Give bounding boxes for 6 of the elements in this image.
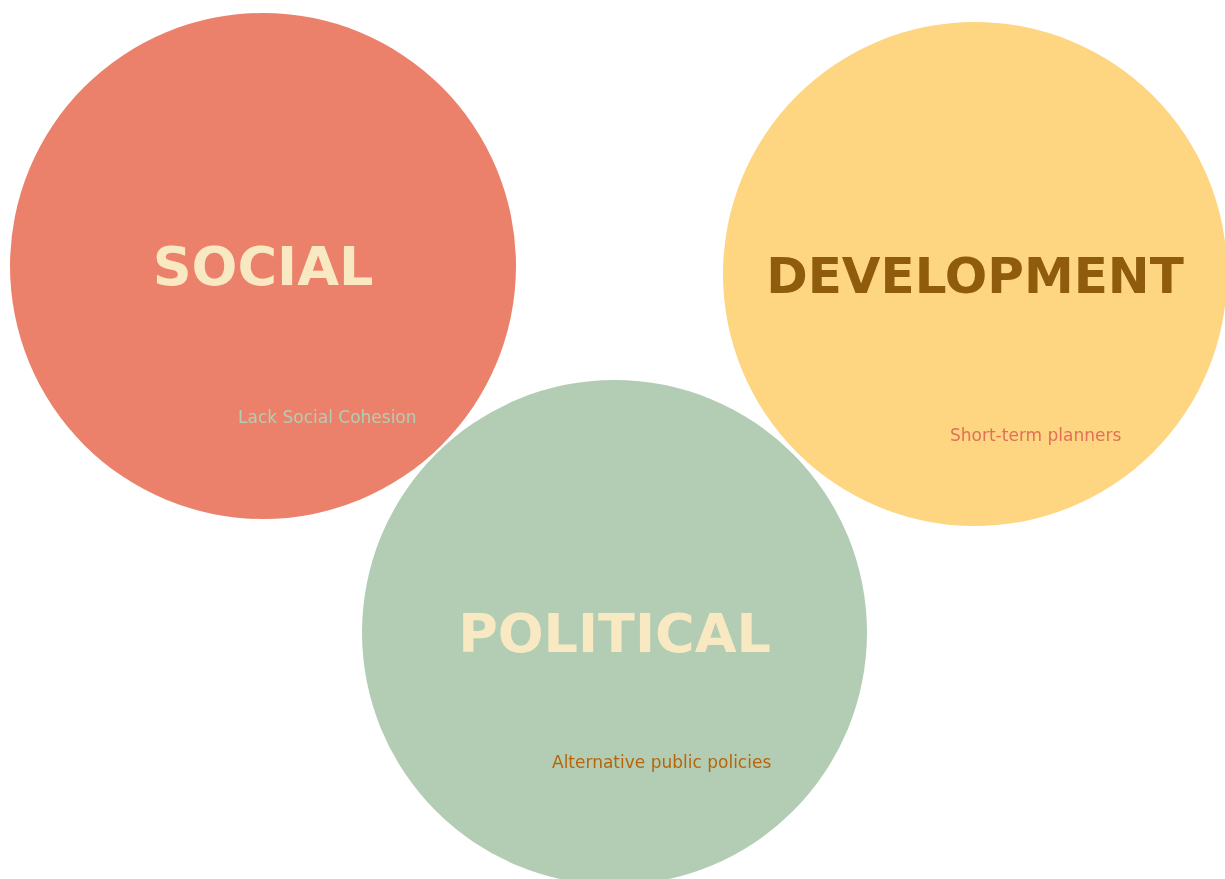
- circle-subtitle: Alternative public policies: [552, 752, 772, 772]
- circle-subtitle: Lack Social Cohesion: [238, 407, 417, 427]
- circle-heading: POLITICAL: [458, 601, 771, 664]
- circle-subtitle: Short-term planners: [950, 425, 1122, 445]
- circle-heading: DEVELOPMENT: [766, 246, 1184, 305]
- circle-heading: SOCIAL: [152, 234, 374, 298]
